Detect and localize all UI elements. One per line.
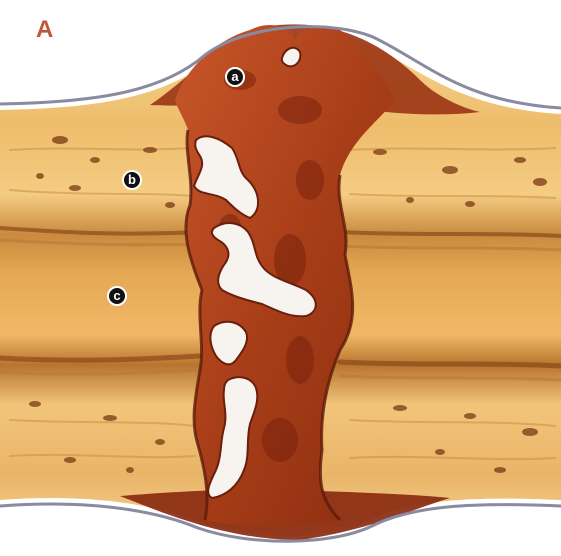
marker-b: b	[122, 170, 142, 190]
marker-a: a	[225, 67, 245, 87]
panel-letter: A	[36, 18, 53, 42]
marker-c: c	[107, 286, 127, 306]
